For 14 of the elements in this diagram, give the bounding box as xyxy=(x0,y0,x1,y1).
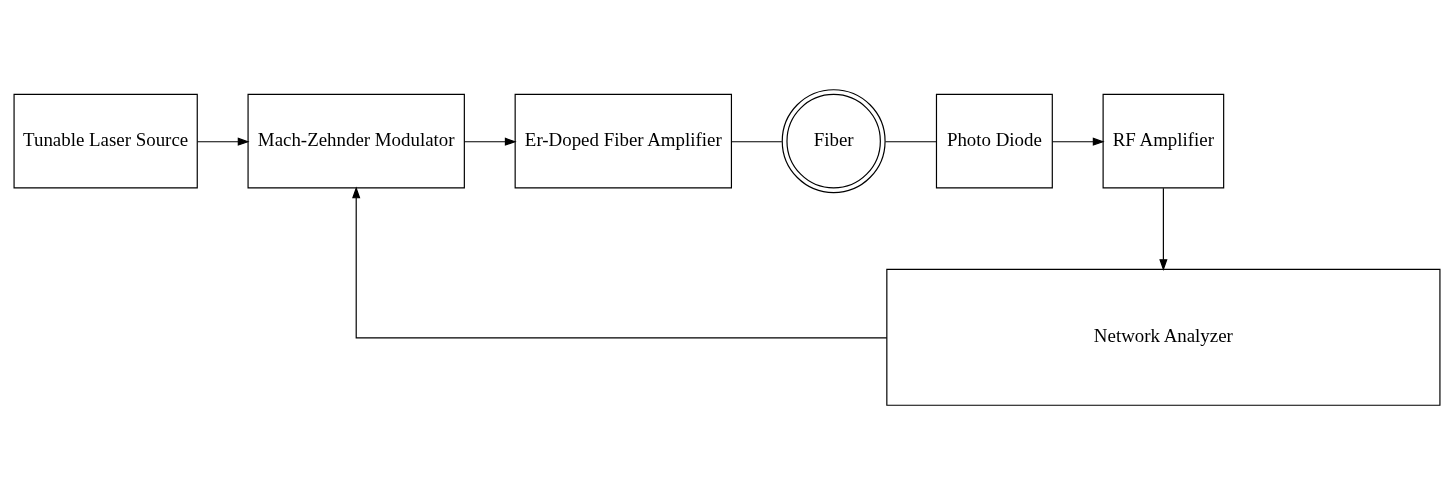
node-box: RF Amplifier xyxy=(1102,93,1225,189)
arrow xyxy=(196,137,250,146)
node-box: Er-Doped Fiber Amplifier xyxy=(514,93,732,189)
connector xyxy=(884,141,937,143)
node-box: Photo Diode xyxy=(935,93,1053,189)
arrow xyxy=(352,186,888,339)
node-box: Network Analyzer xyxy=(886,268,1441,406)
node-circle: Fiber xyxy=(781,89,886,194)
node-box: Tunable Laser Source xyxy=(13,93,198,189)
arrow xyxy=(1159,187,1168,271)
arrow xyxy=(1051,137,1105,146)
connector xyxy=(730,141,783,143)
arrow xyxy=(463,137,517,146)
node-box: Mach-Zehnder Modulator xyxy=(247,93,465,189)
